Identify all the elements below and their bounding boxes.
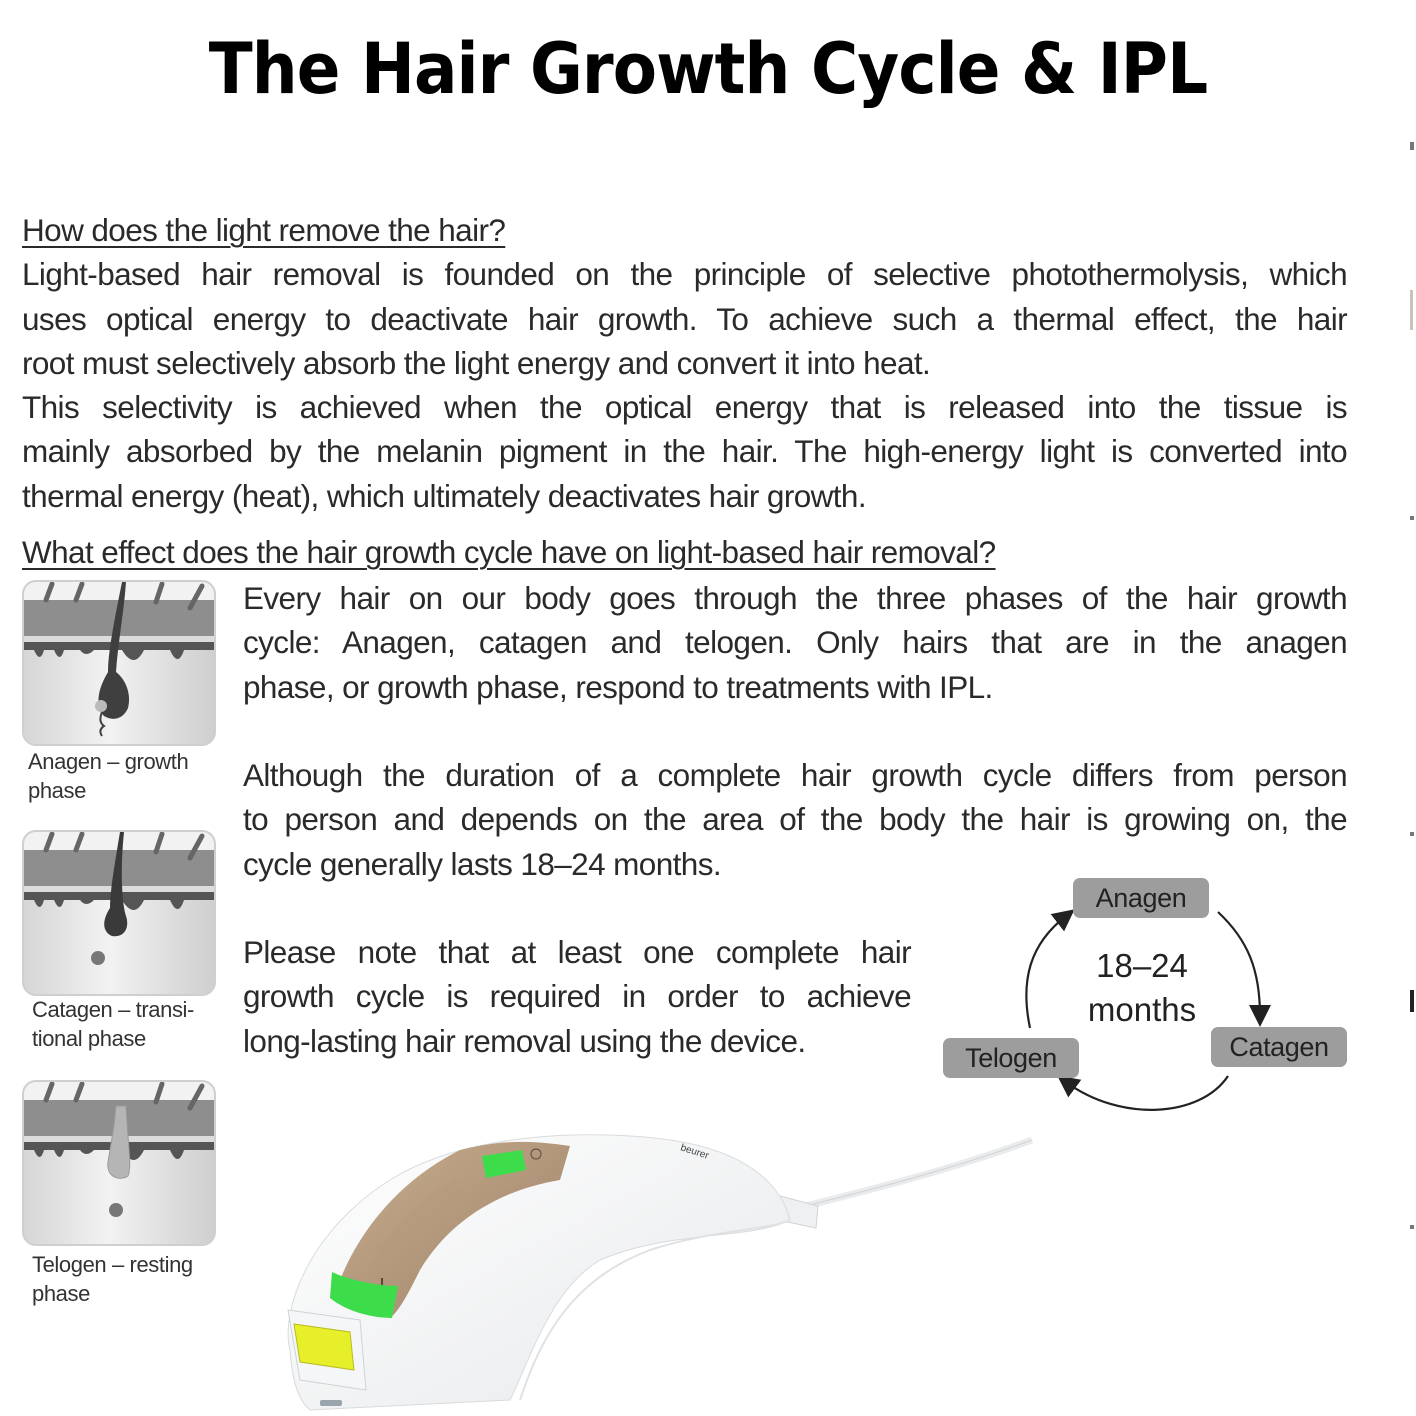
edge-mark <box>1410 290 1413 330</box>
text-line: phase, or growth phase, respond to treat… <box>243 668 993 705</box>
text-line: Please note that at least one complete h… <box>243 934 912 970</box>
text-line: Every hair on our body goes through the … <box>243 580 1348 616</box>
cycle-duration-unit: months <box>1087 991 1197 1028</box>
ipl-device-illustration-icon: beurer <box>287 1134 1034 1411</box>
text-line: This selectivity is achieved when the op… <box>22 389 1348 426</box>
telogen-caption: Telogen – resting phase <box>32 1250 193 1308</box>
cycle-duration-label: 18–24 months <box>1072 944 1212 1032</box>
caption-line: phase <box>28 778 86 803</box>
caption-line: phase <box>32 1281 90 1306</box>
cycle-node-telogen: Telogen <box>943 1038 1079 1078</box>
text-line: thermal energy (heat), which ultimately … <box>22 477 867 514</box>
section-how-light-removes-hair: How does the light remove the hair? Ligh… <box>22 208 1348 518</box>
text-line: uses optical energy to deactivate hair g… <box>22 300 1348 337</box>
cycle-duration-value: 18–24 <box>1096 947 1188 984</box>
cycle-arrows-icon <box>1025 909 1271 1111</box>
text-line: cycle: Anagen, catagen and telogen. Only… <box>243 624 1348 661</box>
edge-mark <box>1410 142 1414 150</box>
text-line: long-lasting hair removal using the devi… <box>243 1022 806 1059</box>
paragraph-duration: Although the duration of a complete hair… <box>243 753 1348 886</box>
cycle-node-catagen: Catagen <box>1211 1027 1347 1067</box>
telogen-follicle-illustration-icon <box>22 1080 216 1246</box>
caption-line: Anagen – growth <box>28 749 189 774</box>
page-title: The Hair Growth Cycle & IPL <box>208 28 1208 110</box>
cycle-node-anagen: Anagen <box>1073 878 1209 918</box>
text-line: to person and depends on the area of the… <box>243 801 1348 838</box>
text-line: root must selectively absorb the light e… <box>22 344 931 381</box>
text-line: Light-based hair removal is founded on t… <box>22 256 1348 293</box>
section-heading: How does the light remove the hair? <box>22 212 506 248</box>
text-line: Although the duration of a complete hair… <box>243 757 1348 793</box>
caption-line: Catagen – transi- <box>32 997 194 1022</box>
edge-mark <box>1410 1225 1414 1229</box>
anagen-caption: Anagen – growth phase <box>28 747 189 805</box>
catagen-caption: Catagen – transi- tional phase <box>32 995 194 1053</box>
catagen-follicle-illustration-icon <box>22 830 216 996</box>
section-heading: What effect does the hair growth cycle h… <box>22 534 996 570</box>
anagen-follicle-illustration-icon <box>22 580 216 746</box>
caption-line: Telogen – resting <box>32 1252 193 1277</box>
text-line: mainly absorbed by the melanin pigment i… <box>22 433 1348 470</box>
edge-mark <box>1410 832 1414 836</box>
paragraph-phases: Every hair on our body goes through the … <box>243 576 1348 709</box>
caption-line: tional phase <box>32 1026 146 1051</box>
paragraph-note: Please note that at least one complete h… <box>243 930 912 1063</box>
edge-mark <box>1410 990 1414 1012</box>
edge-mark <box>1410 516 1414 520</box>
section-cycle-effect: What effect does the hair growth cycle h… <box>22 530 996 574</box>
text-line: growth cycle is required in order to ach… <box>243 978 912 1015</box>
text-line: cycle generally lasts 18–24 months. <box>243 845 722 882</box>
